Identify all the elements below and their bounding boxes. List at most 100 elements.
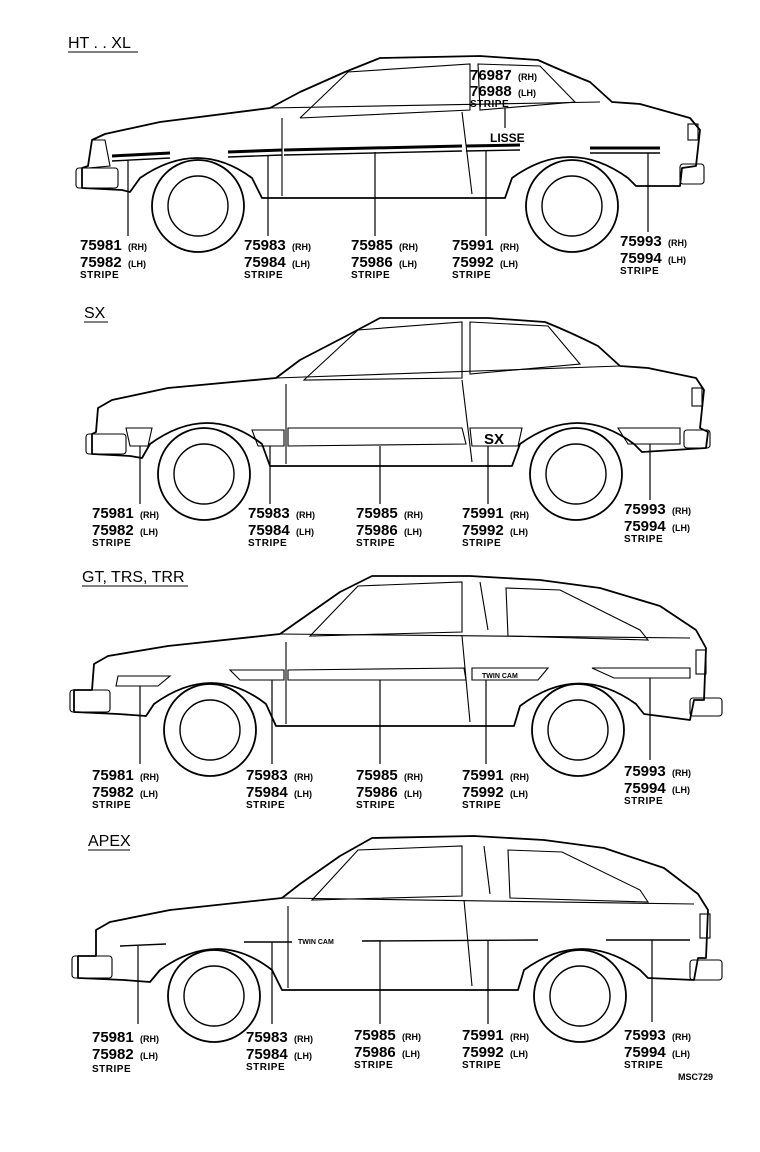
drawing-code: MSC729 — [678, 1072, 713, 1082]
side-rh: (RH) — [294, 1034, 313, 1044]
section-title: HT . . XL — [68, 35, 131, 52]
part-number-rh: 75993 — [624, 1027, 666, 1044]
front-wheel — [163, 683, 257, 777]
part-name: STRIPE — [351, 270, 390, 281]
side-lh: (LH) — [404, 527, 422, 537]
part-number-rh: 75981 — [80, 237, 122, 254]
part-number-lh: 75986 — [356, 522, 398, 539]
car-outline — [75, 55, 705, 199]
part-number-lh: 75982 — [92, 784, 134, 801]
section-ht-xl: HT . . XL — [68, 35, 705, 281]
part-name: STRIPE — [246, 800, 285, 811]
side-lh: (LH) — [510, 527, 528, 537]
part-number-lh: 75986 — [354, 1044, 396, 1061]
part-number-lh: 75984 — [246, 1046, 288, 1063]
part-name: STRIPE — [246, 1062, 285, 1073]
side-lh: (LH) — [672, 523, 690, 533]
part-number-lh: 75992 — [452, 254, 494, 271]
part-number-rh: 75991 — [462, 1027, 504, 1044]
sx-badge: SX — [484, 431, 504, 448]
side-rh: (RH) — [399, 242, 418, 252]
part-number-lh: 75982 — [80, 254, 122, 271]
part-label-75993: 75993 (RH) 75994 (LH) STRIPE — [624, 763, 691, 807]
part-number-rh: 75985 — [356, 767, 398, 784]
part-number-lh: 75984 — [246, 784, 288, 801]
part-number-lh: 75984 — [248, 522, 290, 539]
part-number-lh: 75994 — [624, 780, 666, 797]
side-lh: (LH) — [518, 88, 536, 98]
side-rh: (RH) — [404, 772, 423, 782]
part-number-rh: 75985 — [351, 237, 393, 254]
part-number-rh: 75983 — [246, 767, 288, 784]
side-lh: (LH) — [294, 1051, 312, 1061]
side-lh: (LH) — [140, 789, 158, 799]
part-label-75991: 75991 (RH) 75992 (LH) STRIPE — [462, 505, 529, 549]
twin-cam-badge: TWIN CAM — [482, 673, 518, 680]
part-label-75985: 75985 (RH) 75986 (LH) STRIPE — [351, 237, 418, 281]
side-rh: (RH) — [140, 510, 159, 520]
leaders — [139, 678, 651, 764]
part-name: STRIPE — [244, 270, 283, 281]
side-lh: (LH) — [510, 1049, 528, 1059]
section-apex: APEX TWIN CAM — [71, 833, 723, 1075]
part-name: STRIPE — [452, 270, 491, 281]
part-name: STRIPE — [92, 538, 131, 549]
front-wheel — [167, 949, 261, 1043]
part-number-lh: 75994 — [624, 518, 666, 535]
side-lh: (LH) — [402, 1049, 420, 1059]
side-rh: (RH) — [128, 242, 147, 252]
part-number-rh: 75981 — [92, 767, 134, 784]
part-label-75981: 75981 (RH) 75982 (LH) STRIPE — [92, 767, 159, 811]
side-rh: (RH) — [404, 510, 423, 520]
part-name: STRIPE — [80, 270, 119, 281]
side-lh: (LH) — [500, 259, 518, 269]
side-rh: (RH) — [510, 510, 529, 520]
side-rh: (RH) — [500, 242, 519, 252]
part-name: STRIPE — [462, 1060, 501, 1071]
part-label-75983: 75983 (RH) 75984 (LH) STRIPE — [244, 237, 311, 281]
part-label-75983: 75983 (RH) 75984 (LH) STRIPE — [246, 1029, 313, 1073]
part-name: STRIPE — [462, 538, 501, 549]
leaders — [139, 444, 651, 504]
rear-wheel — [525, 159, 619, 253]
side-lh: (LH) — [510, 789, 528, 799]
section-title: GT, TRS, TRR — [82, 569, 185, 586]
side-rh: (RH) — [672, 768, 691, 778]
part-label-75985: 75985 (RH) 75986 (LH) STRIPE — [356, 767, 423, 811]
part-number-lh: 75992 — [462, 1044, 504, 1061]
part-label-75983: 75983 (RH) 75984 (LH) STRIPE — [248, 505, 315, 549]
window-stripe-label: 76987 (RH) 76988 (LH) STRIPE — [470, 67, 537, 128]
part-name: STRIPE — [620, 266, 659, 277]
part-name: STRIPE — [356, 800, 395, 811]
side-rh: (RH) — [402, 1032, 421, 1042]
part-label-75991: 75991 (RH) 75992 (LH) STRIPE — [462, 1027, 529, 1071]
part-name: STRIPE — [248, 538, 287, 549]
part-number-lh: 75986 — [356, 784, 398, 801]
part-name: STRIPE — [470, 99, 509, 110]
side-lh: (LH) — [128, 259, 146, 269]
part-number-lh: 75992 — [462, 784, 504, 801]
side-rh: (RH) — [292, 242, 311, 252]
side-rh: (RH) — [140, 772, 159, 782]
part-number-lh: 75982 — [92, 522, 134, 539]
side-lh: (LH) — [404, 789, 422, 799]
part-name: STRIPE — [92, 1064, 131, 1075]
part-number-rh: 76987 — [470, 67, 512, 84]
part-name: STRIPE — [624, 796, 663, 807]
stripes — [125, 427, 681, 447]
front-wheel — [151, 159, 245, 253]
part-number-rh: 75983 — [244, 237, 286, 254]
front-wheel — [157, 427, 251, 521]
side-rh: (RH) — [672, 1032, 691, 1042]
part-number-lh: 75986 — [351, 254, 393, 271]
part-label-75985: 75985 (RH) 75986 (LH) STRIPE — [356, 505, 423, 549]
side-lh: (LH) — [296, 527, 314, 537]
car-outline — [85, 317, 711, 467]
side-lh: (LH) — [672, 1049, 690, 1059]
part-number-rh: 75991 — [452, 237, 494, 254]
part-number-rh: 75991 — [462, 505, 504, 522]
car-outline — [71, 835, 723, 991]
side-lh: (LH) — [399, 259, 417, 269]
side-lh: (LH) — [672, 785, 690, 795]
side-rh: (RH) — [672, 506, 691, 516]
